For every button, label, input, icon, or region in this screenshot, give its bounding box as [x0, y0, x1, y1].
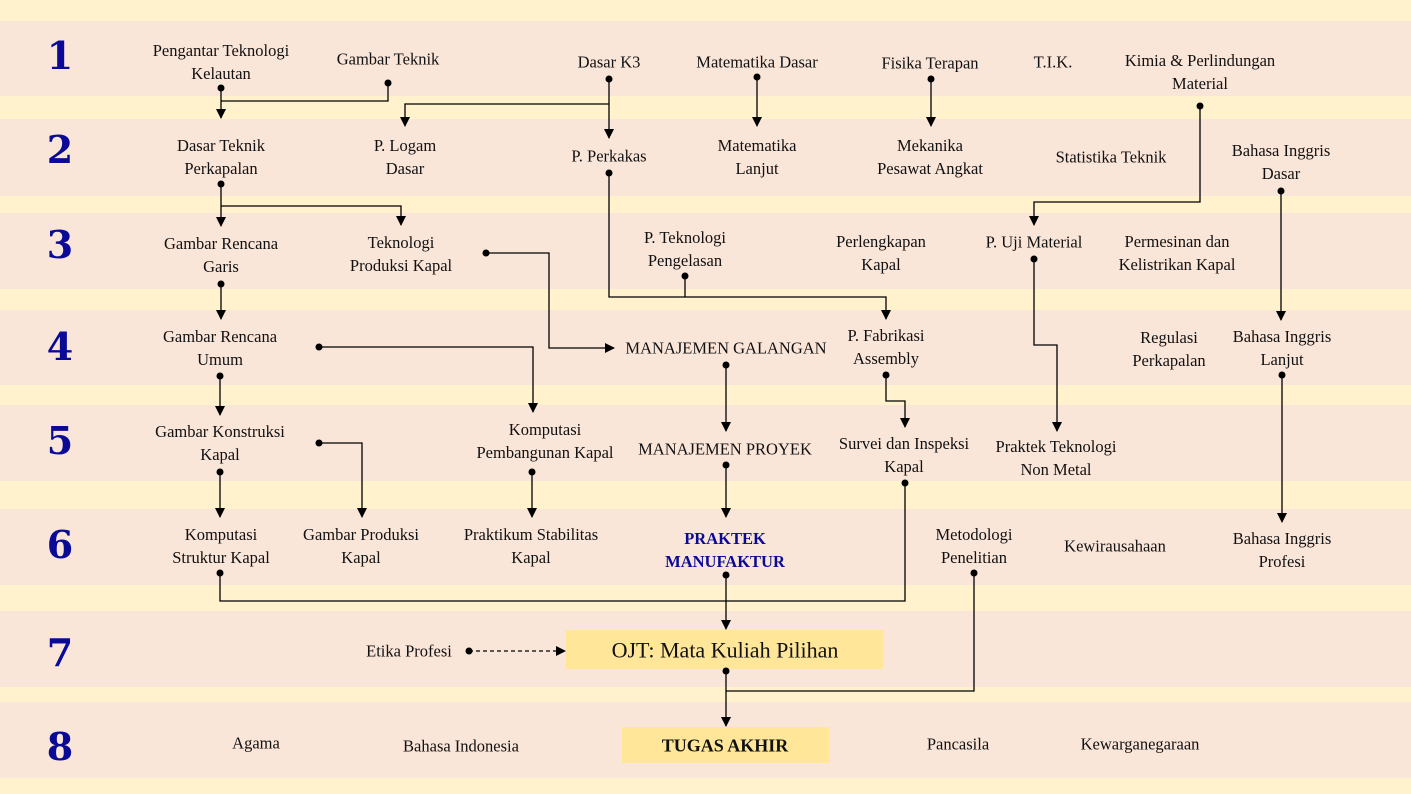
course-label: MANAJEMEN GALANGAN — [625, 338, 827, 358]
course-label: Statistika Teknik — [1055, 147, 1167, 167]
semester-number: 7 — [46, 630, 74, 675]
course-label: Kewarganegaraan — [1080, 734, 1200, 754]
semester-band-6 — [0, 509, 1411, 585]
course-label: Matematika Dasar — [696, 52, 818, 72]
semester-band-4 — [0, 310, 1411, 385]
tugas-akhir-box — [622, 727, 829, 763]
semester-band-2 — [0, 119, 1411, 196]
semester-band-1 — [0, 21, 1411, 96]
semester-number: 1 — [46, 33, 74, 78]
course-label: Agama — [232, 733, 280, 753]
semester-number: 4 — [46, 324, 74, 369]
semester-number: 2 — [46, 127, 74, 172]
semester-number: 8 — [46, 724, 74, 769]
semester-number: 3 — [46, 222, 74, 267]
course-label: T.I.K. — [1033, 52, 1073, 72]
course-label: P. Perkakas — [571, 146, 647, 166]
ojt-label: OJT: Mata Kuliah Pilihan — [611, 637, 839, 663]
course-label: Bahasa Indonesia — [403, 736, 519, 756]
course-label: Fisika Terapan — [881, 53, 979, 73]
semester-band-3 — [0, 213, 1411, 289]
course-label: Gambar Teknik — [336, 49, 440, 69]
course-label: MANAJEMEN PROYEK — [638, 439, 812, 459]
course-label: Pancasila — [926, 734, 990, 754]
semester-number: 6 — [46, 522, 74, 567]
ojt-box — [566, 630, 883, 669]
course-label: Kewirausahaan — [1064, 536, 1166, 556]
semester-number: 5 — [46, 418, 74, 463]
course-label: Dasar K3 — [577, 52, 641, 72]
course-label: P. Uji Material — [985, 232, 1083, 252]
semester-band-5 — [0, 405, 1411, 481]
tugas-akhir-label: TUGAS AKHIR — [661, 735, 789, 756]
course-label: Etika Profesi — [366, 641, 452, 661]
